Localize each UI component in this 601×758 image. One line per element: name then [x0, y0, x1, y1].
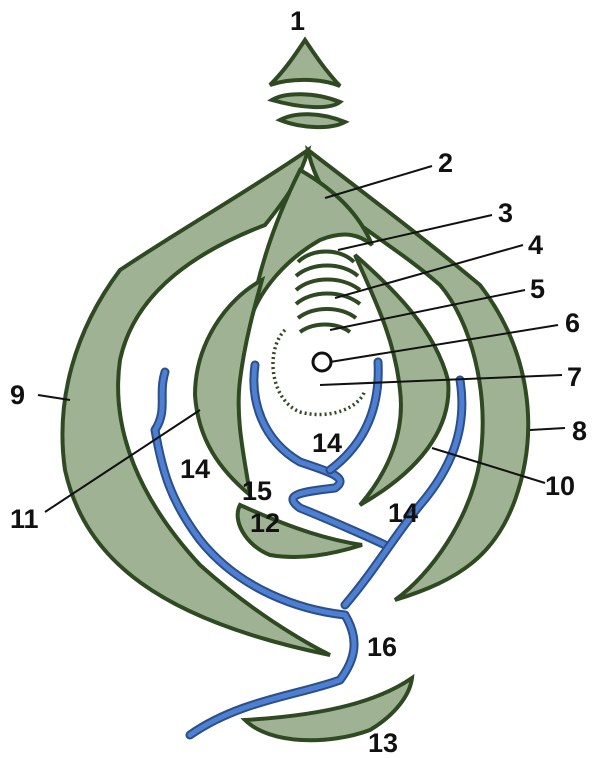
contour-arc-3: [296, 280, 360, 291]
label-9: 9: [10, 380, 25, 410]
label-16: 16: [367, 632, 397, 662]
contour-arc-5: [298, 309, 356, 318]
label-12: 12: [250, 508, 280, 538]
label-14-left: 14: [180, 454, 210, 484]
contour-arc-1: [298, 252, 354, 263]
leader-8: [530, 428, 565, 430]
leader-6: [330, 325, 558, 362]
label-14-right: 14: [388, 498, 418, 528]
label-15: 15: [242, 476, 272, 506]
label-2: 2: [438, 148, 453, 178]
depression-outline: [273, 330, 365, 415]
label-1: 1: [290, 6, 305, 36]
label-3: 3: [498, 198, 513, 228]
spine-segment-3: [280, 114, 345, 127]
label-8: 8: [572, 416, 587, 446]
contour-arc-4: [296, 294, 360, 305]
summit-circle: [313, 353, 331, 371]
label-10: 10: [545, 471, 575, 501]
label-11: 11: [10, 504, 39, 534]
label-14-center: 14: [312, 428, 342, 458]
label-6: 6: [565, 308, 580, 338]
label-7: 7: [567, 362, 582, 392]
spine-segment-1: [270, 40, 340, 86]
spine-segment-2: [272, 94, 340, 107]
contour-arc-2: [296, 266, 358, 277]
label-5: 5: [530, 274, 545, 304]
label-4: 4: [528, 230, 543, 260]
summit-contours: [296, 252, 360, 333]
label-13: 13: [368, 728, 398, 758]
